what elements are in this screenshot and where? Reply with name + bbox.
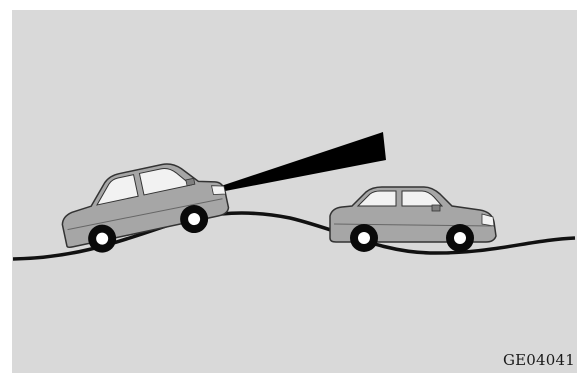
car-level-front-rim — [454, 232, 466, 244]
car-level-mirror — [432, 205, 440, 211]
car-level — [330, 187, 496, 252]
car-level-headlight — [482, 214, 494, 226]
car-level-rear-rim — [358, 232, 370, 244]
car-tilted-mirror — [186, 178, 195, 186]
figure-code-label: GE04041 — [503, 351, 575, 369]
car-tilted — [54, 153, 232, 260]
headlight-beam — [215, 132, 386, 192]
